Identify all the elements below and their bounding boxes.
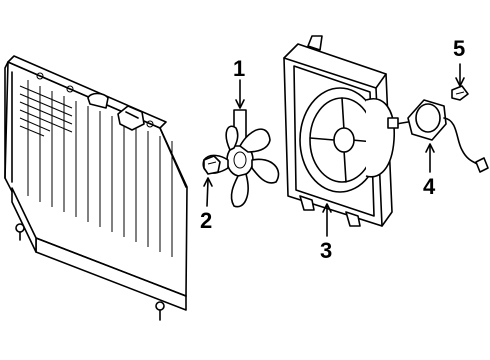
- fan-blade: [202, 109, 280, 208]
- leader-lines: [203, 63, 465, 237]
- callout-4: 4: [423, 174, 436, 199]
- callout-3: 3: [320, 238, 332, 263]
- fan-shroud: [283, 35, 395, 227]
- connector: [451, 85, 469, 101]
- fan-motor: [387, 99, 489, 173]
- callout-1: 1: [233, 56, 245, 81]
- clip-nut: [203, 155, 221, 175]
- radiator: [4, 55, 188, 321]
- callout-5: 5: [453, 36, 465, 61]
- callout-2: 2: [200, 208, 212, 233]
